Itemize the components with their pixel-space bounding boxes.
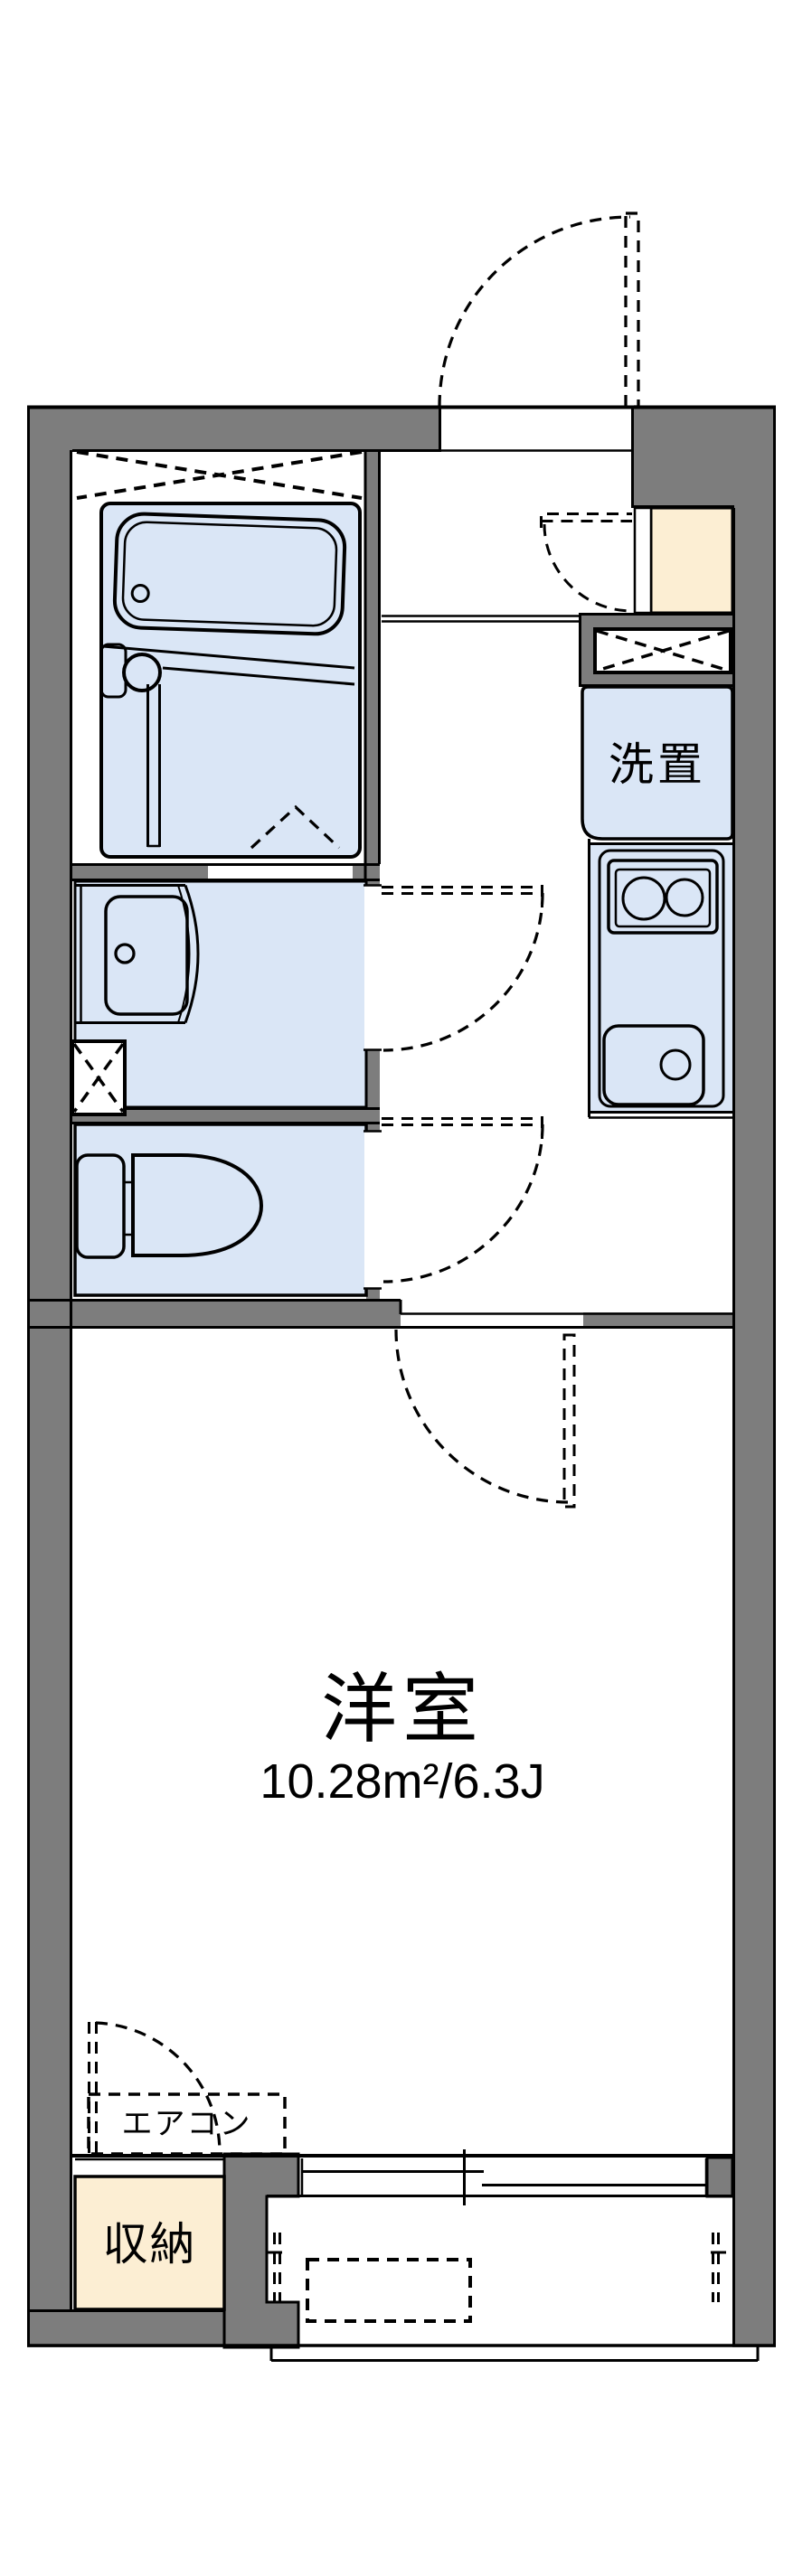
vanity-sink [75,884,200,1024]
western-room-area: 10.28m²/6.3J [260,1754,545,1809]
shoe-cabinet-door-swing [540,512,633,613]
balcony-partition-left [267,2233,282,2302]
kitchen-unit [588,839,732,1119]
air-conditioner-box [87,2092,287,2156]
entrance-door-swing [438,212,640,409]
stove [607,859,719,935]
balcony-partition-right [711,2233,726,2302]
pipe-space-box [71,1039,127,1116]
balcony [267,2233,760,2362]
washroom-door-swing [382,885,544,1052]
upper-cabinet-window [593,627,732,674]
western-room-label: 洋室 [320,1667,484,1752]
laundry-area-dashed-box [306,2258,472,2323]
unit-bath [76,450,363,859]
storage-label: 収納 [102,2219,197,2270]
toilet-door-swing [382,1116,544,1283]
toilet-room [73,1123,368,1297]
bathtub [112,512,347,636]
shoe-cabinet [633,506,734,615]
outer-walls [27,406,776,2347]
entrance-step-line [382,615,579,623]
washing-machine-space-box [581,685,734,841]
washing-machine-space-label: 洗置 [609,739,706,790]
balcony-window [267,2149,732,2205]
closet-door-swing [88,2021,222,2154]
western-room-door-swing [394,1329,576,1509]
kitchen-sink [602,1024,705,1106]
bathroom-folding-door [250,804,341,850]
shower-mixer [122,653,162,692]
toilet [75,1153,264,1259]
storage-box [73,2158,226,2311]
air-conditioner-label: エアコン [121,2107,252,2141]
door-openings [364,884,382,1290]
